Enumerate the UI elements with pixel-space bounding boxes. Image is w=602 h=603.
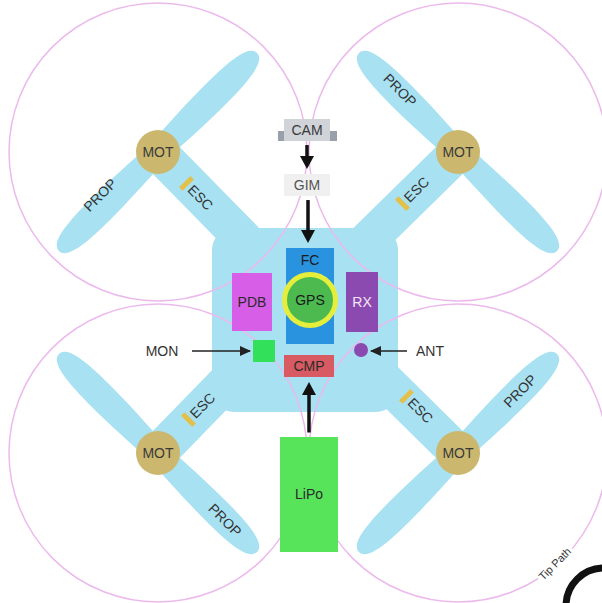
node-text: GIM xyxy=(294,177,320,193)
propeller-blade xyxy=(49,43,267,261)
flow-arrow xyxy=(306,200,310,231)
gps-circle-shape xyxy=(285,275,336,326)
tip-path-circle xyxy=(309,3,602,301)
propellers xyxy=(49,43,567,562)
drone-frame xyxy=(158,152,458,453)
node-text: MOT xyxy=(442,144,473,160)
node-text: LiPo xyxy=(295,486,323,502)
leader-arrow xyxy=(192,350,250,352)
receiver-box: RX xyxy=(346,272,378,332)
tip-path-circle xyxy=(309,304,602,602)
part-label: PROP xyxy=(500,371,539,410)
motor-circle-shape xyxy=(136,130,180,174)
node-text: MOT xyxy=(142,445,173,461)
node-text: CMP xyxy=(293,358,324,374)
propeller-blade xyxy=(49,344,267,562)
flight-controller-box: FC GPS xyxy=(286,248,334,344)
note-label: Tip Path xyxy=(535,544,575,584)
part-label: ESC xyxy=(181,389,219,427)
part-label: PROP xyxy=(205,500,244,539)
camera-box: CAM xyxy=(284,119,330,141)
node-text: MOT xyxy=(442,445,473,461)
flow-arrow xyxy=(307,394,311,432)
propeller-blade xyxy=(349,43,567,261)
part-label: ESC xyxy=(399,389,437,427)
motor-circle-shape xyxy=(436,130,480,174)
leader-arrow xyxy=(371,350,407,352)
node-text: FC xyxy=(301,252,320,268)
node-text: PDB xyxy=(238,294,267,310)
motor-circle: MOT xyxy=(436,130,480,174)
part-label: PROP xyxy=(80,175,119,214)
node-text: RX xyxy=(352,294,371,310)
motor-circle: MOT xyxy=(136,431,180,475)
motor-circle: MOT xyxy=(136,130,180,174)
callout-label: MON xyxy=(146,343,179,359)
part-label: ESC xyxy=(395,173,433,211)
tip-paths xyxy=(9,3,602,602)
motor-circle: MOT xyxy=(436,431,480,475)
motor-circle-shape xyxy=(136,431,180,475)
node-text: GPS xyxy=(295,292,325,308)
frame-hub xyxy=(212,228,398,412)
gimbal-box: GIM xyxy=(284,174,330,196)
motor-circle-shape xyxy=(436,431,480,475)
gps-circle: GPS xyxy=(282,272,338,328)
pdb-box: PDB xyxy=(232,273,272,331)
antenna-dot xyxy=(354,343,368,357)
tip-path-circle xyxy=(9,304,307,602)
tip-path-circle xyxy=(9,3,307,301)
node-text: CAM xyxy=(291,122,322,138)
node-text: MOT xyxy=(142,144,173,160)
part-label: PROP xyxy=(380,70,419,109)
part-label: ESC xyxy=(179,176,217,214)
corner-logo xyxy=(566,568,602,603)
battery-box: LiPo xyxy=(280,437,338,552)
propeller-blade xyxy=(349,344,567,562)
flow-arrow xyxy=(305,145,309,157)
compass-box: CMP xyxy=(284,355,334,377)
monitor-module xyxy=(253,340,275,362)
callout-label: ANT xyxy=(416,343,444,359)
